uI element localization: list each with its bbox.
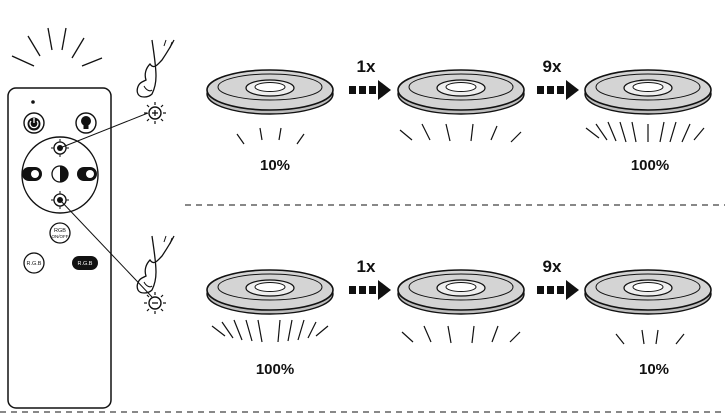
brightness-level: 10% — [639, 361, 669, 378]
brightness-level: 100% — [631, 157, 669, 174]
rgb-label: R.G.B — [27, 261, 42, 267]
connector-minus-line — [59, 199, 153, 298]
power-icon — [27, 117, 41, 131]
color-temp-button[interactable] — [51, 165, 69, 183]
warm-light-icon — [31, 170, 39, 178]
lamp-disk — [397, 269, 525, 315]
cool-light-icon — [86, 170, 94, 178]
step-multiplier: 9x — [543, 257, 562, 276]
rgb-onoff-label-line1: RGB — [54, 228, 66, 234]
cool-white-button[interactable] — [77, 167, 97, 181]
rgb-cycle-button[interactable]: R.G.B — [72, 256, 98, 270]
lamp-disk — [206, 269, 334, 315]
hand-press-icon — [136, 235, 175, 294]
hand-press-icon — [136, 39, 175, 98]
warm-white-button[interactable] — [22, 167, 42, 181]
lamp-disk — [206, 69, 334, 115]
brightness-plus-callout-icon — [144, 102, 166, 124]
step-multiplier: 1x — [357, 257, 376, 276]
remote-control: RGB ON/OFF R.G.B R.G.B — [7, 87, 112, 409]
light-bulb-button[interactable] — [75, 112, 97, 134]
light-bulb-icon — [81, 116, 91, 126]
lamp-disk — [584, 69, 712, 115]
signal-rays-icon — [11, 27, 103, 67]
light-rays-low-icon — [236, 127, 305, 145]
brightness-minus-callout-icon — [144, 292, 166, 314]
step-arrow-icon — [349, 80, 391, 100]
step-arrow-icon — [349, 280, 391, 300]
power-button[interactable] — [23, 112, 45, 134]
rgb-cycle-label: R.G.B — [78, 261, 93, 267]
step-arrow-icon — [537, 280, 579, 300]
light-rays-medium-icon — [401, 325, 521, 344]
rgb-button[interactable]: R.G.B — [23, 252, 45, 274]
decrease-sequence: 1x 9x 100% 10% — [206, 257, 712, 378]
light-rays-low-icon — [615, 329, 685, 345]
light-rays-medium-icon — [399, 123, 522, 143]
step-multiplier: 9x — [543, 57, 562, 76]
half-circle-icon — [60, 166, 68, 182]
lamp-disk — [397, 69, 525, 115]
increase-sequence: 1x 9x 10% 100% — [206, 57, 712, 174]
light-rays-high-icon — [211, 319, 329, 343]
rgb-onoff-button[interactable]: RGB ON/OFF — [49, 222, 71, 244]
lamp-disk — [584, 269, 712, 315]
light-rays-high-icon — [585, 121, 705, 143]
step-arrow-icon — [537, 80, 579, 100]
step-multiplier: 1x — [357, 57, 376, 76]
rgb-onoff-label-line2: ON/OFF — [52, 234, 69, 239]
brightness-level: 100% — [256, 361, 294, 378]
indicator-led — [31, 100, 35, 104]
connector-plus-line — [59, 112, 149, 149]
brightness-level: 10% — [260, 157, 290, 174]
